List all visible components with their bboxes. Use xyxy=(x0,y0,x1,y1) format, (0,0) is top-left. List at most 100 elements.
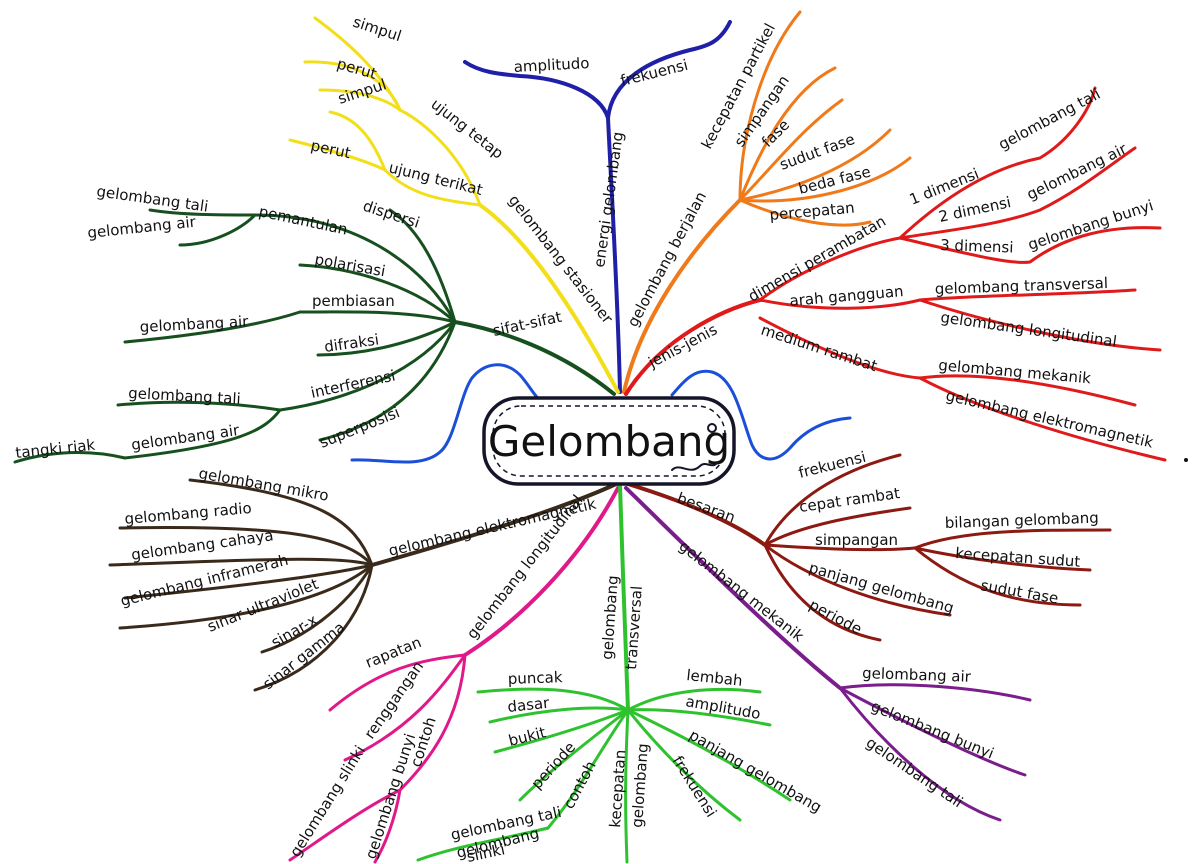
label: gelombang tali xyxy=(128,384,241,408)
red-arah xyxy=(758,298,922,310)
yellow-simpul3 xyxy=(328,110,387,172)
mg-slinki xyxy=(288,788,402,862)
mg-trunk xyxy=(463,486,620,657)
dg-tali1 xyxy=(148,208,257,217)
mr-simpangan xyxy=(763,543,917,552)
label: gelombang mekanik xyxy=(676,537,808,646)
label: amplitudo xyxy=(513,54,590,76)
mr-bilangan xyxy=(913,528,1112,550)
gr-kecepatan xyxy=(624,708,630,864)
mr-kecsudut xyxy=(913,546,1092,572)
br-radio xyxy=(118,525,374,567)
central-box-dashed xyxy=(492,405,726,477)
dg-pembiasan xyxy=(298,310,457,324)
dg-difraksi xyxy=(316,320,457,357)
orange-b1 xyxy=(738,10,802,202)
br-trunk xyxy=(370,482,618,567)
dg-trunk xyxy=(453,320,616,396)
label: superposisi xyxy=(317,403,402,451)
label: simpul xyxy=(351,13,404,46)
wave-left xyxy=(350,363,552,464)
br-infra xyxy=(123,563,374,600)
label: gelombang longitudinal xyxy=(939,308,1117,351)
label: sudut fase xyxy=(979,576,1059,607)
yellow-tetap xyxy=(398,108,482,207)
gr-tali xyxy=(416,826,550,862)
title-swirl xyxy=(671,461,719,471)
orange-b4 xyxy=(738,128,892,202)
dg-air2 xyxy=(123,310,302,344)
pu-trunk xyxy=(624,486,842,690)
dg-superposisi xyxy=(318,320,457,442)
gr-frek xyxy=(626,708,742,822)
label: gelombang air xyxy=(139,312,249,336)
label: lembah xyxy=(686,666,744,690)
orange-b2 xyxy=(738,66,837,202)
dg-pemantulan xyxy=(253,213,457,324)
central-node: Gelombang xyxy=(482,396,736,486)
label: gelombang air xyxy=(1024,139,1130,203)
label: pembiasan xyxy=(312,292,395,310)
label: tangki riak xyxy=(15,436,97,462)
label: slinki xyxy=(465,840,506,864)
dg-polarisasi xyxy=(298,263,457,324)
gr-lembah xyxy=(626,687,762,712)
label: dasar xyxy=(507,694,551,716)
mr-periode xyxy=(763,543,882,642)
dg-interferensi xyxy=(278,320,457,412)
mr-sudutfase xyxy=(913,546,1082,607)
red-longitudinal xyxy=(918,298,1162,352)
orange-trunk xyxy=(622,198,742,394)
mr-cepat xyxy=(763,506,912,547)
label: perut xyxy=(309,136,352,162)
label: dispersi xyxy=(361,197,422,232)
red-mekanik xyxy=(918,374,1137,407)
label: gelombang bunyi xyxy=(1026,196,1156,254)
label: bilangan gelombang xyxy=(945,509,1100,532)
label: gelombang xyxy=(598,575,622,661)
gr-puncak xyxy=(476,687,630,712)
blue-trunk xyxy=(606,116,622,394)
dg-air1 xyxy=(178,213,257,247)
mg-renggangan xyxy=(343,653,467,762)
label: percepatan xyxy=(769,199,856,224)
gr-bukit xyxy=(493,708,630,754)
label: sifat-sifat xyxy=(491,308,563,340)
central-title: Gelombang xyxy=(488,417,730,466)
label: ujung terikat xyxy=(387,158,485,199)
mg-rapatan xyxy=(328,653,467,712)
pu-air xyxy=(838,683,1032,702)
label: gelombang elektromagnetik xyxy=(944,386,1155,451)
label: gelombang mekanik xyxy=(938,356,1092,387)
gr-periode xyxy=(518,708,630,802)
label: kecepatan xyxy=(606,749,629,828)
dg-tangki xyxy=(13,451,127,464)
br-ultra xyxy=(118,563,374,630)
gr-trunk xyxy=(618,484,630,712)
mr-panjang xyxy=(763,543,952,617)
red-elektro xyxy=(918,376,1167,462)
label: simpangan xyxy=(815,531,898,549)
label: gelombang transversal xyxy=(935,274,1109,298)
dg-dispersi xyxy=(388,208,457,324)
label: jenis-jenis xyxy=(645,320,721,372)
br-cahaya xyxy=(108,557,374,567)
label: gelombang air xyxy=(87,213,198,242)
title-dot xyxy=(707,423,717,433)
orange-b3 xyxy=(738,98,844,202)
pu-tali xyxy=(838,686,1002,822)
wave-right xyxy=(670,369,852,461)
label: gelombang xyxy=(628,743,652,829)
mr-frekuensi xyxy=(763,453,902,547)
label: besaran xyxy=(675,489,738,527)
mg-bunyi xyxy=(373,788,402,864)
yellow-simpul2 xyxy=(318,88,402,112)
label: gelombang bunyi xyxy=(362,731,420,861)
br-mikro xyxy=(188,478,374,567)
red-3d xyxy=(898,226,1162,264)
label: difraksi xyxy=(323,330,380,355)
label: amplitudo xyxy=(684,692,762,723)
blue-right xyxy=(606,20,732,120)
central-waves xyxy=(350,363,852,464)
